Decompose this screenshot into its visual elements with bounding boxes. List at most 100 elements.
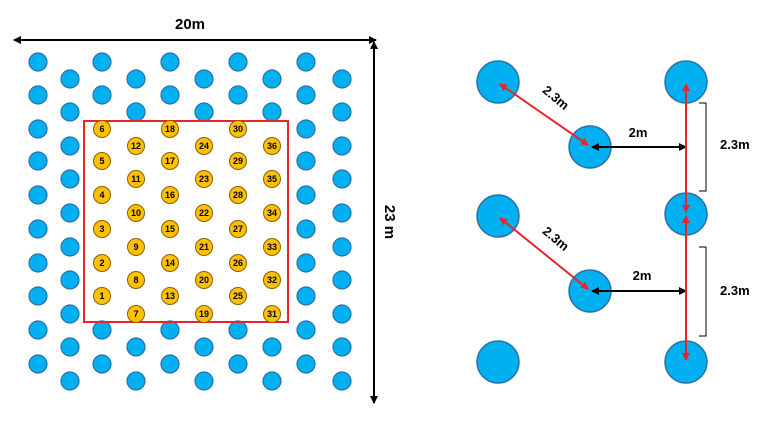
sample-point-label: 20 [199,275,209,285]
sample-point-label: 22 [199,208,209,218]
tree-marker [92,354,112,374]
sample-point-label: 25 [233,291,243,301]
sample-point-label: 2 [99,258,104,268]
sample-point-marker [161,254,179,272]
sample-point: 24 [195,137,213,155]
tree-marker [296,185,316,205]
sample-point-marker [229,254,247,272]
tree-marker [60,102,80,122]
sample-point-marker [161,220,179,238]
spacing-detail: 2.3m 2.3m 2m 2m 2.3m 2.3m [476,60,750,384]
tree-marker [28,85,48,105]
sample-point: 10 [127,204,145,222]
vertical-label-bottom: 2.3m [720,283,750,298]
sample-point-marker [229,152,247,170]
sample-point: 18 [161,120,179,138]
sample-point: 28 [229,186,247,204]
tree-marker [296,52,316,72]
sample-point: 34 [263,204,281,222]
tree-marker [28,52,48,72]
sample-point-marker [195,271,213,289]
sample-point-label: 5 [99,156,104,166]
sample-point-marker [161,120,179,138]
sample-point-marker [195,238,213,256]
sample-point: 1 [93,287,111,305]
diagonal-label-bottom: 2.3m [540,223,572,254]
sample-point: 2 [93,254,111,272]
sample-point: 19 [195,305,213,323]
tree-marker [126,102,146,122]
sample-point: 30 [229,120,247,138]
horizontal-label-top: 2m [629,125,648,140]
sample-point-label: 18 [165,124,175,134]
tree-marker [332,102,352,122]
sample-point-label: 10 [131,208,141,218]
sample-point-label: 29 [233,156,243,166]
sample-point: 26 [229,254,247,272]
sample-point-marker [263,137,281,155]
sample-point-label: 14 [165,258,175,268]
sample-point: 13 [161,287,179,305]
brace-top [699,102,707,192]
tree-marker [332,69,352,89]
tree-marker [92,85,112,105]
sample-point: 9 [127,238,145,256]
sample-point-label: 4 [99,190,104,200]
sample-point-marker [93,152,111,170]
tree-marker [28,253,48,273]
brace-bottom [699,246,707,337]
tree-marker [60,304,80,324]
tree-marker [332,371,352,391]
sample-point-marker [263,271,281,289]
tree-marker [126,337,146,357]
sample-point-label: 13 [165,291,175,301]
sample-point-marker [127,305,145,323]
tree-marker [228,52,248,72]
sample-point: 27 [229,220,247,238]
sample-point-label: 19 [199,309,209,319]
tree-marker [296,253,316,273]
tree-marker [60,169,80,189]
tree-marker [28,219,48,239]
tree-marker [332,203,352,223]
sample-point-label: 21 [199,242,209,252]
tree-marker [60,69,80,89]
sample-point-marker [127,170,145,188]
sample-point: 4 [93,186,111,204]
tree-marker [194,102,214,122]
sample-point: 14 [161,254,179,272]
sample-point-marker [161,186,179,204]
sample-point-marker [127,137,145,155]
tree-marker [332,169,352,189]
sample-point-marker [229,120,247,138]
sample-point-label: 17 [165,156,175,166]
tree-marker [28,119,48,139]
sample-point: 7 [127,305,145,323]
tree-marker [332,337,352,357]
tree-marker [194,337,214,357]
sample-point-marker [263,170,281,188]
sample-point-marker [127,238,145,256]
sample-point-marker [195,137,213,155]
sample-point: 8 [127,271,145,289]
sample-point: 16 [161,186,179,204]
tree-marker [28,185,48,205]
tree-marker [262,69,282,89]
tree-marker [262,371,282,391]
tree-marker [296,219,316,239]
sample-point-label: 7 [133,309,138,319]
detail-tree-4 [476,194,520,238]
sample-point: 21 [195,238,213,256]
sample-point: 33 [263,238,281,256]
sample-point-marker [195,305,213,323]
sample-point: 31 [263,305,281,323]
horizontal-label-bottom: 2m [633,268,652,283]
sample-point-label: 23 [199,174,209,184]
tree-marker [28,354,48,374]
sample-point-label: 27 [233,224,243,234]
sample-point-label: 28 [233,190,243,200]
tree-marker [332,304,352,324]
sample-point: 22 [195,204,213,222]
sample-point-label: 24 [199,141,209,151]
